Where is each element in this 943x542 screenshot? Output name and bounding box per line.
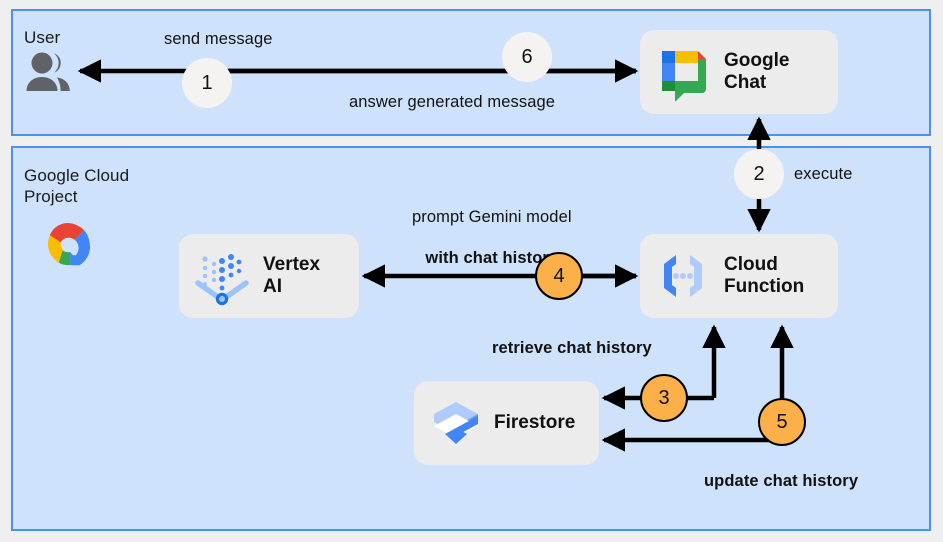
edge-label-retrieve-chat-history: retrieve chat history [492,339,652,357]
google-cloud-icon [36,219,100,277]
node-firestore-label: Firestore [494,411,576,433]
step-badge-1: 1 [182,58,232,108]
step-badge-5: 5 [758,398,806,446]
edge-label-execute: execute [794,165,853,183]
step-badge-3: 3 [640,374,688,422]
node-google-chat[interactable]: Google Chat [640,30,838,114]
edge-label-update-chat-history: update chat history [704,472,859,490]
node-cloud-function[interactable]: Cloud Function [640,234,838,318]
panel-user-title: User [24,28,61,47]
panel-google-cloud-project-title: Google Cloud Project [24,166,130,207]
step-badge-6: 6 [502,32,552,82]
node-google-chat-label: Google Chat [724,49,790,93]
vertex-ai-icon [191,245,253,307]
step-badge-4: 4 [535,252,583,300]
step-badge-2: 2 [734,149,784,199]
node-cloud-function-label: Cloud Function [724,253,805,297]
edge-label-prompt-line1: prompt Gemini model [412,207,572,226]
edge-label-send-message: send message [164,30,273,48]
node-vertex-ai-label: Vertex AI [263,253,321,297]
firestore-icon [428,394,484,452]
node-vertex-ai[interactable]: Vertex AI [179,234,359,318]
people-icon [24,50,74,94]
edge-label-answer-generated-message: answer generated message [349,93,556,111]
node-firestore[interactable]: Firestore [414,381,599,465]
google-chat-icon [654,43,712,101]
cloud-function-icon [654,247,712,305]
